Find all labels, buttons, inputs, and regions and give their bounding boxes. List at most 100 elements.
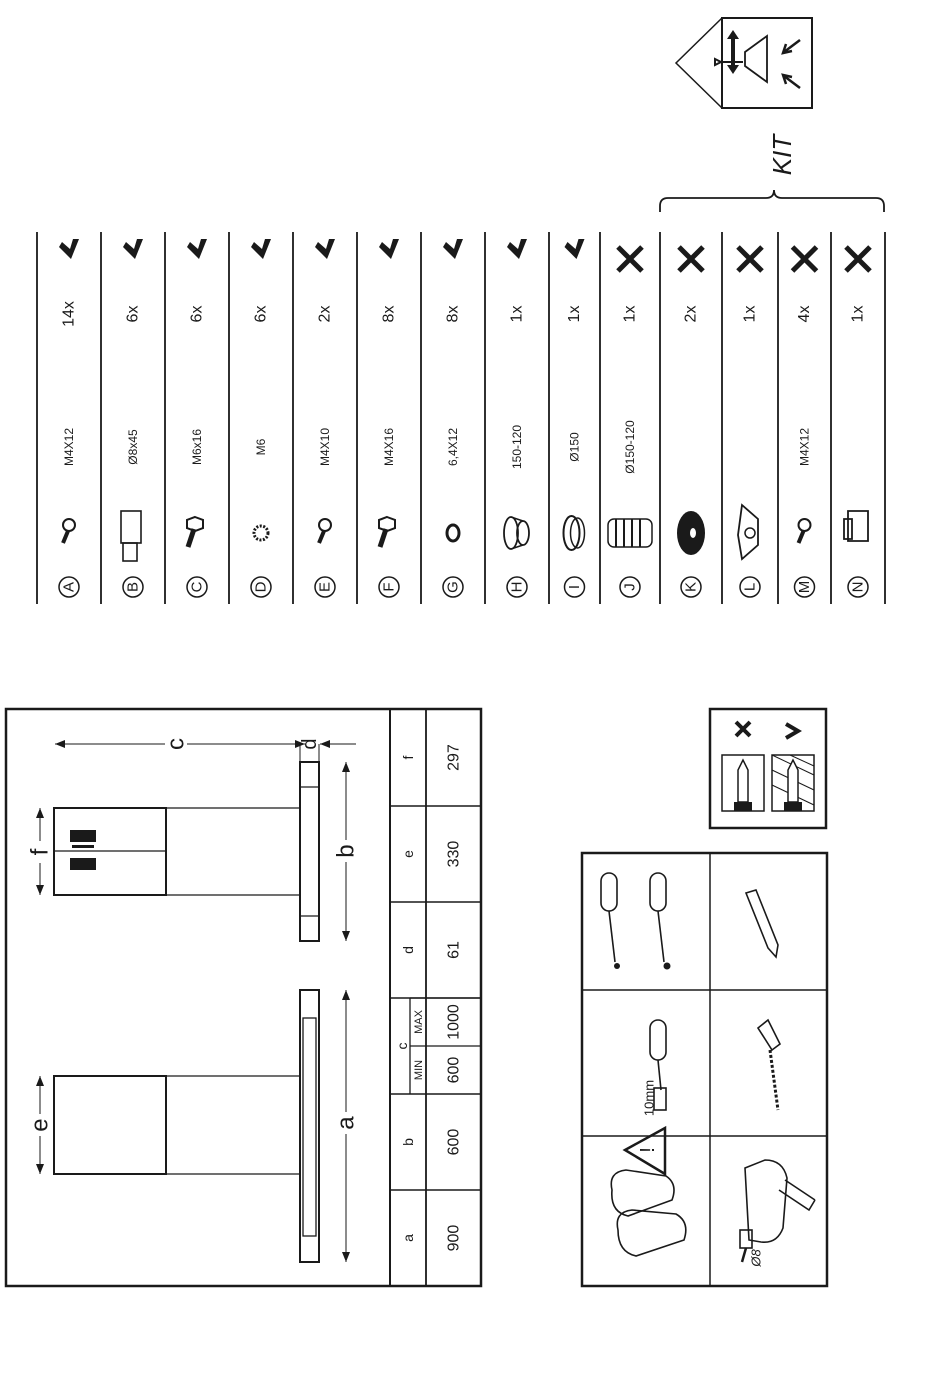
part-size: M4X12 [62, 428, 76, 466]
not-included-cross-icon [738, 247, 762, 271]
screwdriver-size: 10mm [642, 1080, 657, 1116]
part-row-g: 8x 6,4X12G [421, 232, 463, 604]
dim-table-header-b: b [400, 1138, 416, 1146]
screwdrivers-icon [601, 873, 671, 970]
recirculation-kit-icon [676, 18, 812, 108]
screw-icon [319, 519, 331, 543]
part-quantity: 1x [742, 306, 759, 323]
dim-table-max-label: MAX [413, 1009, 425, 1034]
lock-washer-icon [254, 526, 268, 540]
filter-icon [677, 511, 705, 555]
part-letter: C [189, 581, 206, 592]
part-quantity: 6x [189, 306, 206, 323]
part-letter: N [850, 582, 867, 593]
part-size: Ø8x45 [126, 429, 140, 465]
part-quantity: 6x [125, 306, 142, 323]
dim-table-value-e: 330 [446, 841, 463, 868]
kit-brace [660, 190, 884, 212]
part-row-l: 1xL [722, 232, 762, 604]
flexible-duct-icon [608, 519, 652, 547]
included-check-icon [379, 239, 399, 259]
wrong-icon [736, 722, 750, 736]
washer-icon [447, 525, 459, 541]
not-included-cross-icon [846, 247, 870, 271]
included-check-icon [507, 239, 527, 259]
part-size: M4X12 [798, 428, 812, 466]
not-included-cross-icon [679, 247, 703, 271]
included-check-icon [123, 239, 143, 259]
dim-table-c-min: 600 [446, 1057, 463, 1084]
reducer-flange-icon [504, 517, 529, 549]
dim-table-value-d: 61 [446, 941, 463, 959]
part-row-n: 1xN [831, 232, 870, 604]
included-check-icon [187, 239, 207, 259]
deflector-icon [738, 505, 758, 559]
connector-clip-icon [844, 511, 868, 541]
dim-table-c-max: 1000 [446, 1004, 463, 1040]
part-letter: D [253, 581, 270, 592]
not-included-cross-icon [618, 247, 642, 271]
hood-outline-front [54, 990, 319, 1262]
dimension-a: a [333, 990, 360, 1262]
svg-text:b: b [333, 844, 360, 857]
part-row-a: 14xM4X12A [37, 232, 79, 604]
svg-text:a: a [333, 1116, 360, 1130]
part-quantity: 1x [509, 306, 526, 323]
part-letter: E [317, 582, 334, 592]
part-size: Ø150 [568, 432, 582, 462]
hex-bolt-icon [379, 517, 395, 547]
dim-table-header-a: a [400, 1234, 416, 1242]
socket-driver-icon: 10mm [642, 1020, 667, 1116]
part-row-h: 1x150-120H [485, 232, 529, 604]
screw-icon [63, 519, 75, 543]
part-letter: I [566, 585, 583, 589]
tools-panel: 10mm ! Ø8 [582, 853, 827, 1286]
included-check-icon [315, 239, 335, 259]
part-letter: M [796, 581, 813, 594]
part-size: M6 [254, 438, 268, 455]
part-quantity: 1x [850, 306, 867, 323]
drill-bit-icon [758, 1020, 780, 1110]
ring-flange-icon [564, 516, 585, 550]
part-letter: F [381, 582, 398, 591]
part-letter: G [445, 581, 462, 593]
dimension-d: d [299, 738, 356, 762]
dimension-b: b [333, 762, 360, 941]
power-drill-icon: Ø8 [740, 1160, 815, 1268]
pencil-icon [746, 890, 778, 957]
part-row-k: 2xK [660, 232, 705, 604]
svg-text:d: d [299, 738, 321, 749]
part-size: M4X10 [318, 428, 332, 466]
included-check-icon [251, 239, 271, 259]
drill-bit-size: Ø8 [749, 1249, 764, 1268]
part-letter: A [61, 582, 78, 592]
included-check-icon [443, 239, 463, 259]
part-quantity: 4x [796, 306, 813, 323]
dim-table-header-f: f [400, 755, 416, 759]
dim-table-header-d: d [400, 946, 416, 954]
dim-table-header-c: c [394, 1043, 410, 1050]
part-row-b: 6xØ8x45B [101, 232, 143, 604]
part-quantity: 8x [445, 306, 462, 323]
kit-label: KIT [767, 133, 797, 176]
included-check-icon [565, 239, 585, 259]
part-size: 6,4X12 [446, 428, 460, 466]
part-quantity: 1x [566, 306, 583, 323]
part-letter: H [509, 582, 526, 593]
dimension-c: c [55, 733, 305, 755]
part-size: Ø150-120 [623, 420, 637, 474]
dimension-f: f [27, 808, 54, 895]
part-quantity: 8x [381, 306, 398, 323]
dimension-e: e [27, 1076, 54, 1174]
svg-text:e: e [27, 1118, 54, 1131]
hex-bolt-icon [187, 517, 203, 547]
dim-table-value-f: 297 [446, 744, 463, 771]
part-quantity: 2x [317, 306, 334, 323]
dim-table-header-e: e [400, 850, 416, 858]
